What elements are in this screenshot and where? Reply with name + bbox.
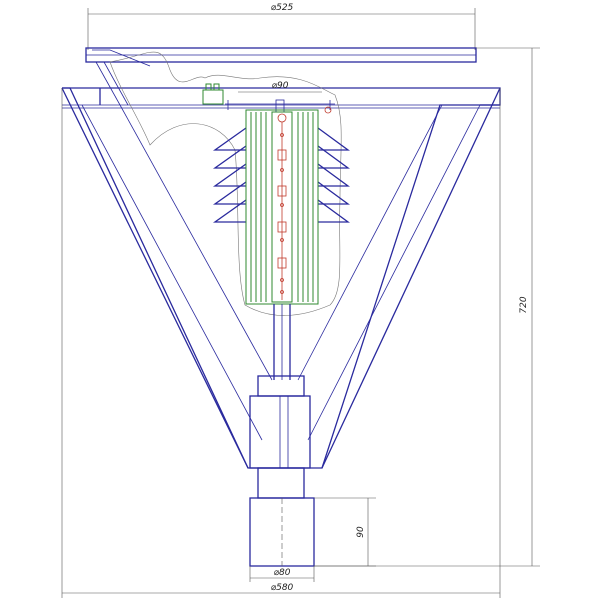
detail-callout-cloud (109, 51, 342, 316)
total-height-label: 720 (519, 296, 529, 313)
led-chain (277, 122, 287, 300)
connector-block (202, 83, 224, 105)
central-stem (273, 304, 291, 380)
lamp-lid (85, 47, 477, 67)
pole-diameter-label: ⌀80 (274, 568, 291, 578)
driver-width-dimension: ⌀90 (238, 81, 322, 93)
lower-connector (257, 467, 305, 499)
heatsink-fins-left (212, 127, 247, 223)
total-height-dimension: 720 (314, 47, 540, 567)
pole-diameter-dimension: ⌀80 (249, 566, 315, 582)
pole-height-label: 90 (356, 526, 366, 538)
top-width-dimension: ⌀525 (87, 3, 476, 50)
pole-height-dimension: 90 (314, 497, 376, 567)
base-width-label: ⌀580 (271, 583, 294, 593)
reflector-frame (61, 61, 501, 469)
top-width-label: ⌀525 (271, 3, 294, 13)
base-width-dimension: ⌀580 (61, 88, 501, 598)
pole (249, 497, 315, 567)
heatsink-fins-right (317, 127, 350, 223)
led-driver-module (245, 106, 332, 305)
driver-width-label: ⌀90 (272, 81, 289, 91)
pole-socket (249, 375, 311, 469)
